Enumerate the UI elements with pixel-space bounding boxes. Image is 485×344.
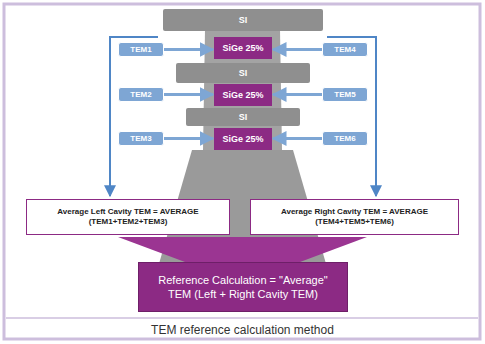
outer-frame: [4, 4, 480, 339]
node-text: SiGe 25%: [222, 43, 263, 53]
si-layer: SI: [176, 63, 310, 83]
tem-tag: TEM5: [322, 87, 368, 102]
measurement-arrow: [273, 48, 322, 51]
node-text: SI: [239, 112, 248, 122]
measurement-arrow: [164, 48, 213, 51]
measurement-arrow: [164, 137, 213, 140]
node-text: TEM6: [334, 134, 355, 143]
node-text: TEM5: [334, 90, 355, 99]
tem-tag: TEM6: [322, 131, 368, 146]
tem-tag: TEM2: [118, 87, 164, 102]
sige-layer: SiGe 25%: [214, 84, 272, 106]
average-box: Average Left Cavity TEM = AVERAGE (TEM1+…: [26, 199, 230, 235]
node-text: SI: [239, 68, 248, 78]
left-bracket: [110, 37, 158, 196]
measurement-arrow: [273, 137, 322, 140]
tem-tag: TEM1: [118, 42, 164, 57]
node-text: SI: [239, 15, 248, 25]
node-text: TEM3: [130, 134, 151, 143]
tem-tag: TEM4: [322, 42, 368, 57]
si-layer: SI: [163, 9, 323, 31]
fin-core: [203, 30, 282, 150]
node-text: TEM2: [130, 90, 151, 99]
node-text: TEM1: [130, 45, 151, 54]
sige-layer: SiGe 25%: [214, 37, 272, 59]
sige-layer: SiGe 25%: [214, 128, 272, 150]
caption-rule: [6, 317, 478, 319]
average-box: Average Right Cavity TEM = AVERAGE (TEM4…: [250, 199, 459, 235]
node-text: SiGe 25%: [222, 134, 263, 144]
node-text: Average Left Cavity TEM = AVERAGE (TEM1+…: [33, 207, 223, 227]
node-text: SiGe 25%: [222, 90, 263, 100]
node-text: TEM4: [334, 45, 355, 54]
si-layer: SI: [186, 108, 300, 126]
caption: TEM reference calculation method: [10, 323, 475, 337]
reference-box: Reference Calculation = "Average" TEM (L…: [138, 262, 348, 312]
right-bracket: [327, 37, 376, 196]
measurement-arrow: [164, 93, 213, 96]
node-text: Average Right Cavity TEM = AVERAGE (TEM4…: [257, 207, 452, 227]
measurement-arrow: [273, 93, 322, 96]
tem-tag: TEM3: [118, 131, 164, 146]
merge-funnel: [118, 237, 367, 262]
node-text: Reference Calculation = "Average" TEM (L…: [147, 273, 339, 302]
